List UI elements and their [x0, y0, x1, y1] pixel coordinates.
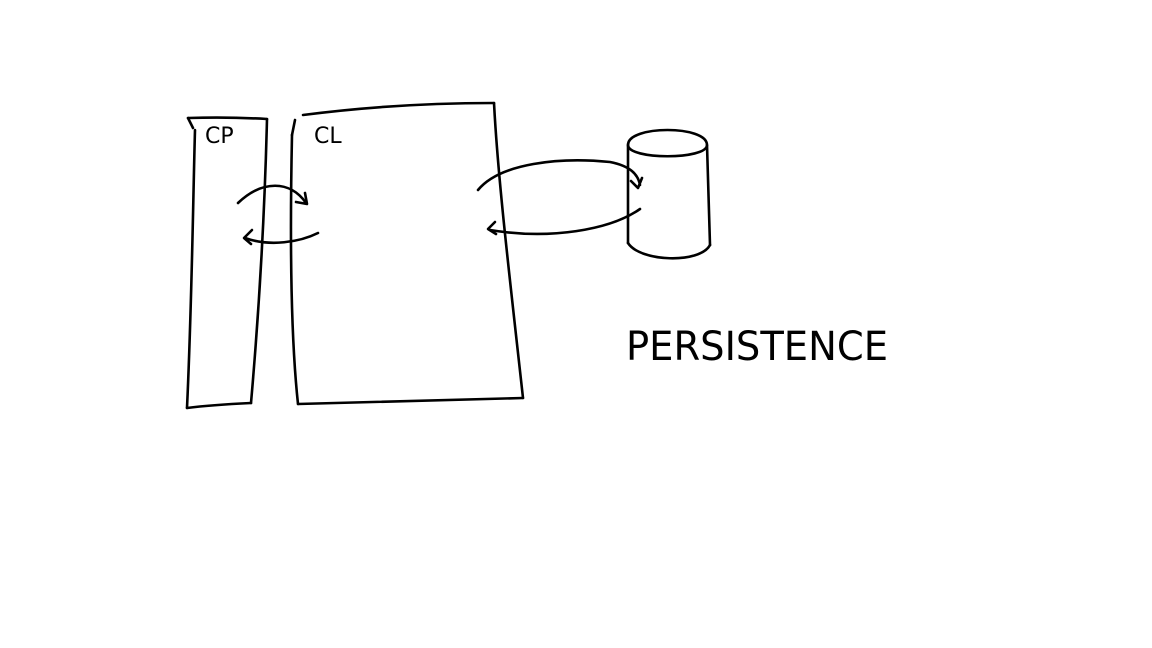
database-cylinder [626, 128, 712, 260]
arrowhead-db-to-cl [486, 220, 498, 236]
arrowhead-cl-to-cp [242, 228, 254, 246]
arrowhead-cl-to-db [629, 176, 644, 190]
cp-cl-arrows [236, 184, 320, 246]
persistence-caption: PERSISTENCE [626, 324, 888, 370]
arrowhead-cp-to-cl [294, 191, 309, 206]
arrow-db-to-cl [488, 207, 642, 236]
arrow-cl-to-db [476, 159, 642, 192]
cp-box: CP [185, 116, 269, 410]
arrow-cl-to-cp [243, 231, 320, 245]
cl-label: CL [314, 124, 342, 149]
cl-box: CL [289, 101, 525, 406]
cp-label: CP [205, 124, 234, 149]
arrow-cp-to-cl [236, 184, 308, 205]
